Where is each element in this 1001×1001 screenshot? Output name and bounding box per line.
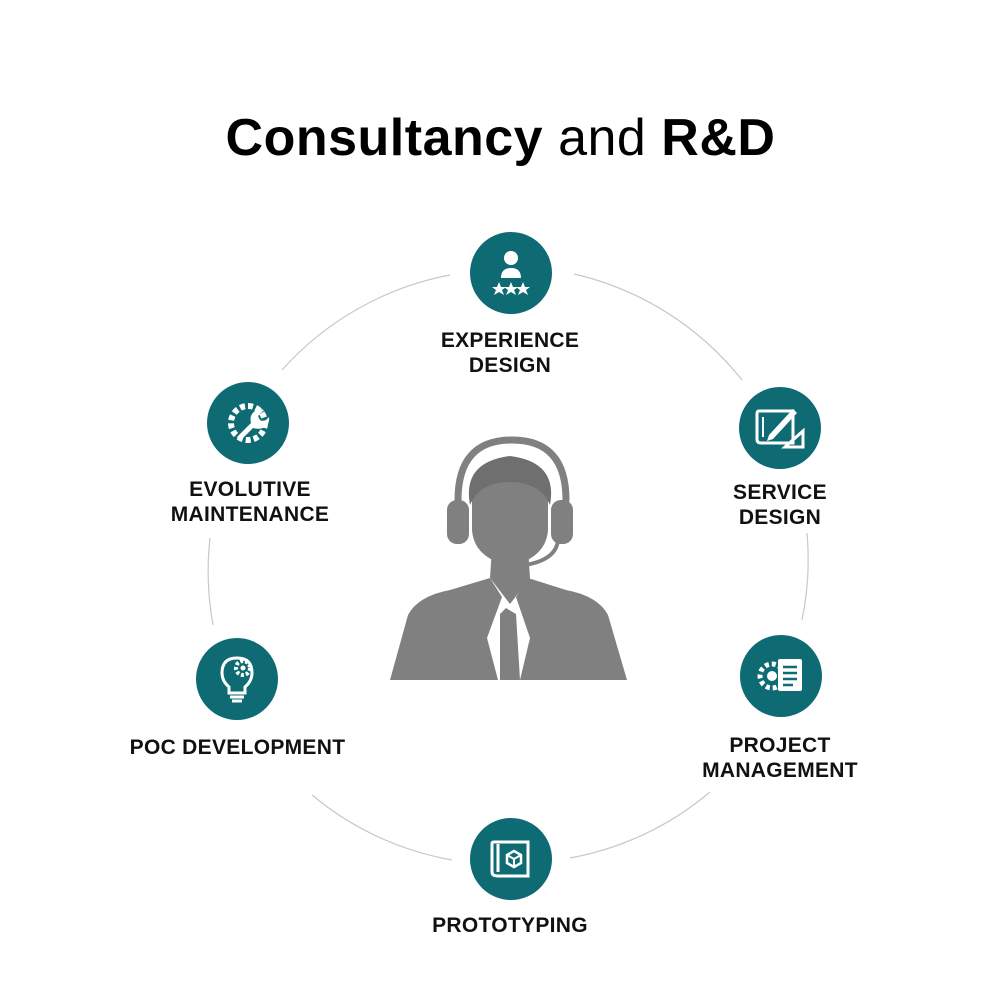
cycle-ring — [207, 273, 809, 861]
prototyping-node — [470, 818, 552, 900]
blueprint-cube-icon — [490, 840, 530, 878]
support-agent-icon — [390, 436, 627, 680]
service-design-label: SERVICE DESIGN — [700, 480, 860, 530]
evolutive-maintenance-line1: EVOLUTIVE — [189, 478, 311, 501]
title-and: and — [558, 109, 647, 167]
wrench-gear-icon — [228, 403, 270, 443]
project-management-label: PROJECT MANAGEMENT — [680, 733, 880, 783]
poc-development-line1: POC DEVELOPMENT — [129, 736, 346, 759]
lightbulb-gear-icon — [220, 656, 254, 703]
experience-design-node — [470, 232, 552, 314]
page-title: Consultancy and R&D — [0, 108, 1001, 168]
project-management-line1: PROJECT — [729, 734, 831, 757]
user-rating-stars-icon — [492, 251, 530, 295]
title-rnd: R&D — [661, 109, 776, 167]
experience-design-line2: DESIGN — [468, 354, 552, 377]
service-design-node — [739, 387, 821, 469]
prototyping-line1: PROTOTYPING — [432, 914, 588, 937]
poc-development-node — [196, 638, 278, 720]
service-design-line1: SERVICE — [733, 481, 827, 504]
title-consultancy: Consultancy — [225, 109, 544, 167]
experience-design-label: EXPERIENCE DESIGN — [410, 328, 610, 378]
prototyping-label: PROTOTYPING — [400, 913, 620, 938]
evolutive-maintenance-node — [207, 382, 289, 464]
project-management-line2: MANAGEMENT — [702, 759, 858, 782]
poc-development-label: POC DEVELOPMENT — [100, 735, 375, 760]
project-management-node — [740, 635, 822, 717]
gear-document-icon — [757, 659, 802, 691]
evolutive-maintenance-line2: MAINTENANCE — [170, 503, 330, 526]
service-design-line2: DESIGN — [738, 506, 822, 529]
blueprint-pencil-ruler-icon — [755, 409, 805, 449]
experience-design-line1: EXPERIENCE — [440, 329, 580, 352]
evolutive-maintenance-label: EVOLUTIVE MAINTENANCE — [140, 477, 360, 527]
